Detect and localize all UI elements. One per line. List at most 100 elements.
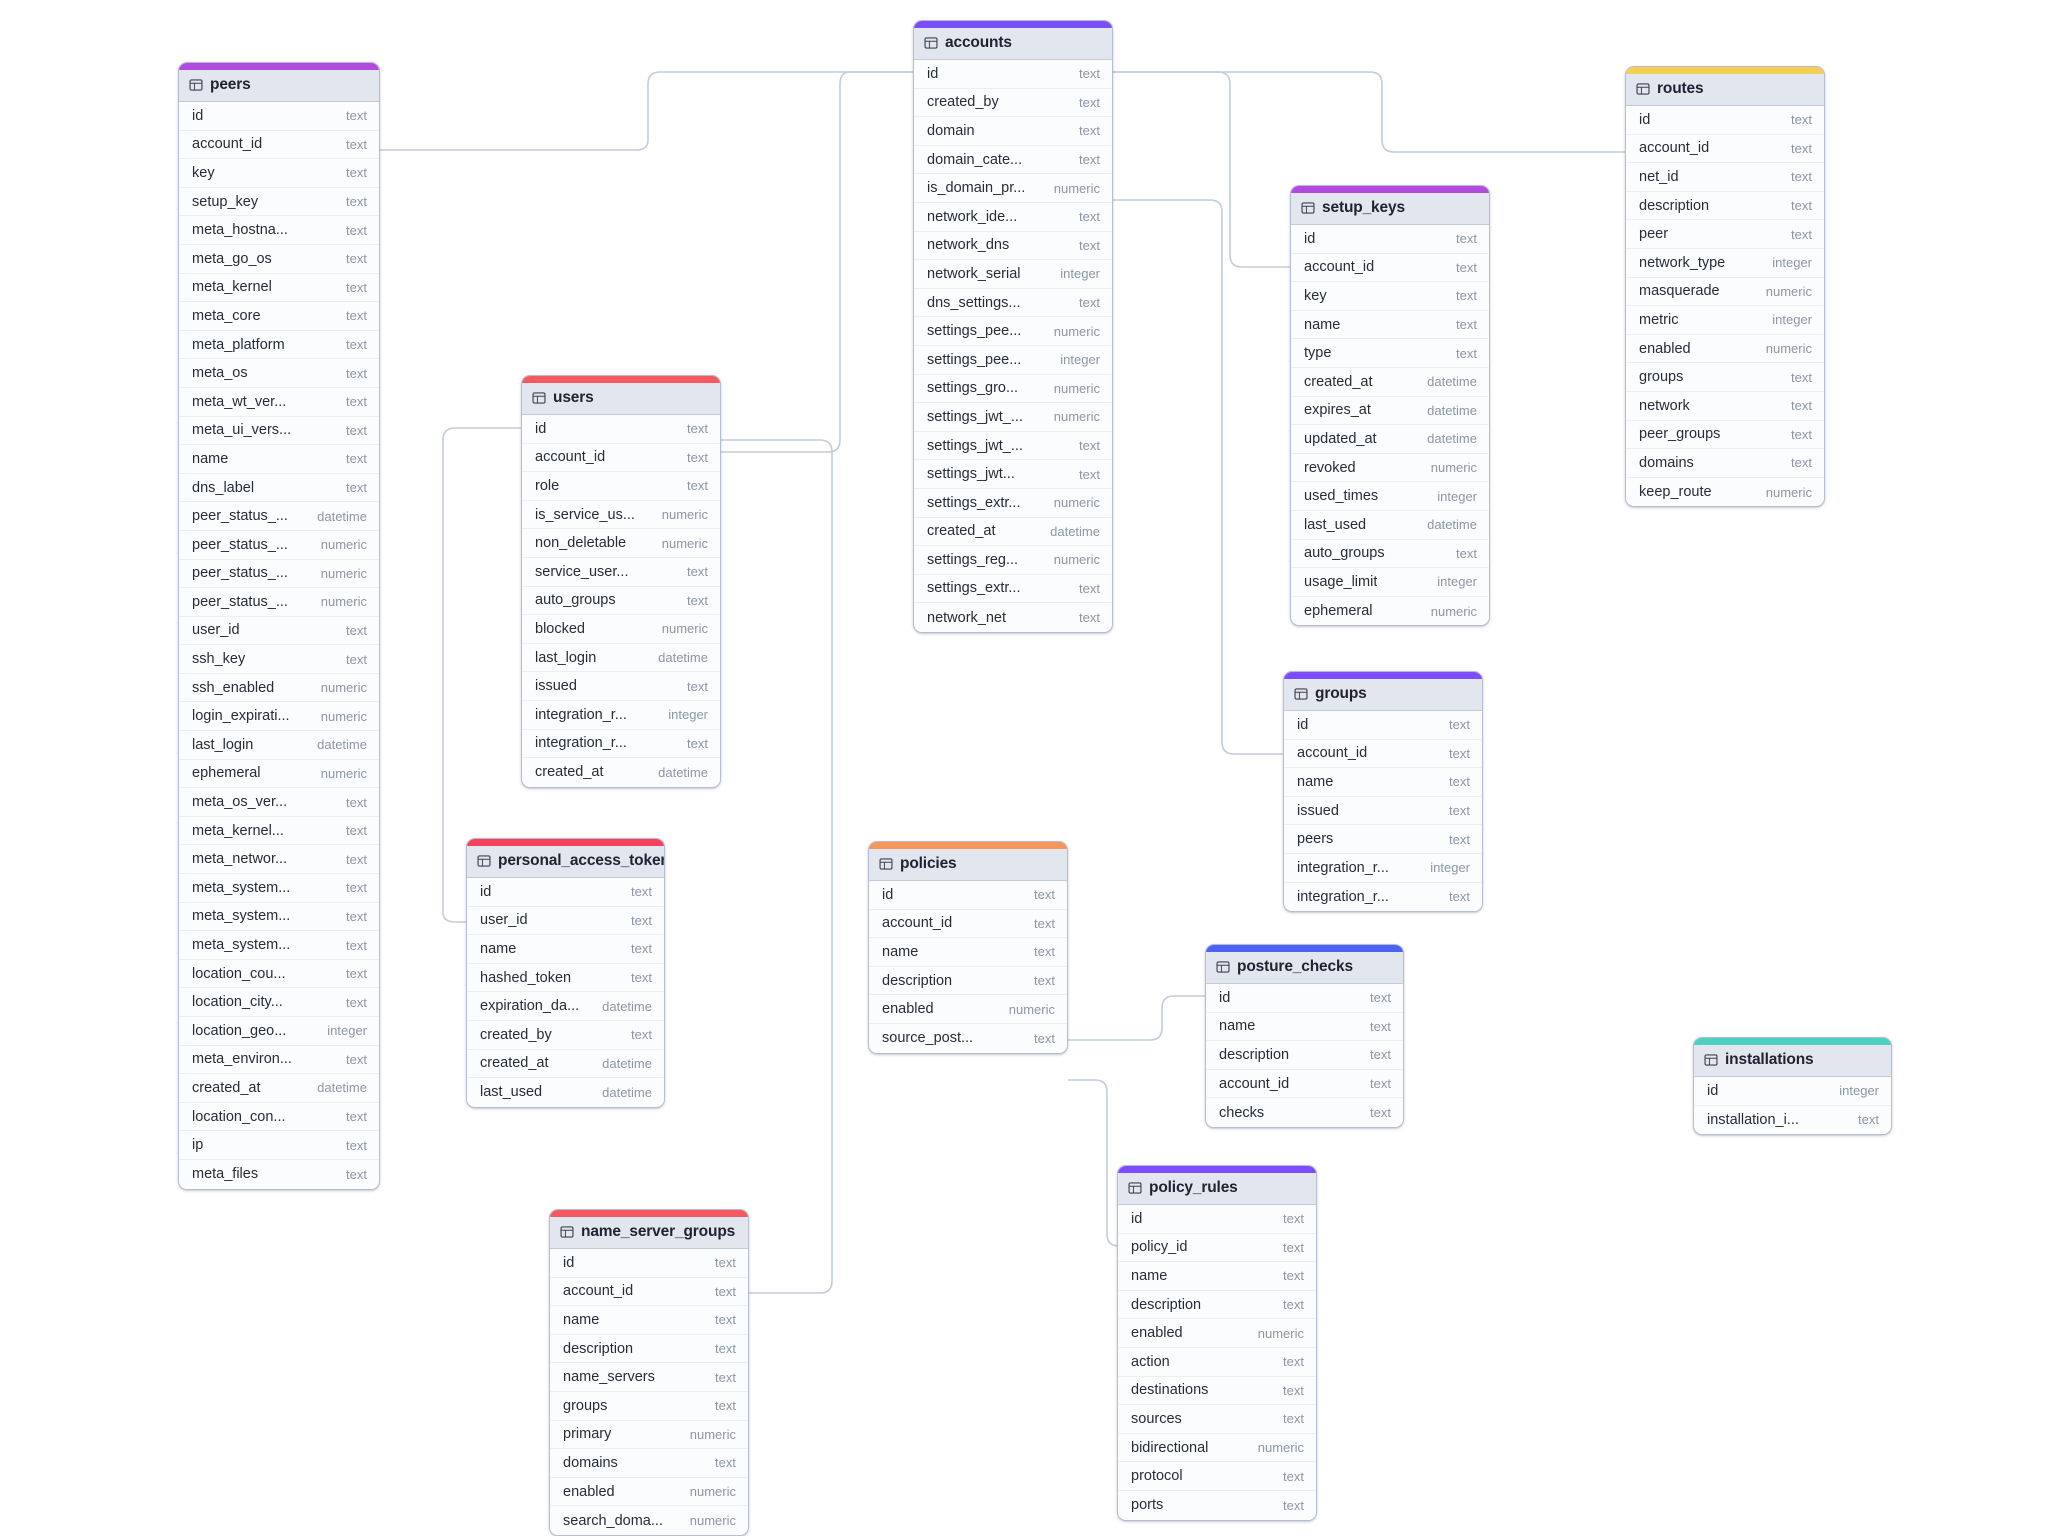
field-row[interactable]: meta_hostna...text: [179, 216, 379, 245]
table-header[interactable]: installations: [1694, 1045, 1891, 1077]
field-row[interactable]: service_user...text: [522, 557, 720, 587]
field-row[interactable]: settings_jwt_...text: [914, 431, 1112, 461]
table-header[interactable]: policy_rules: [1118, 1173, 1316, 1205]
field-row[interactable]: peer_status_...numeric: [179, 530, 379, 560]
field-row[interactable]: settings_pee...numeric: [914, 317, 1112, 346]
field-row[interactable]: settings_jwt...text: [914, 460, 1112, 489]
field-row[interactable]: login_expirati...numeric: [179, 702, 379, 732]
field-row[interactable]: is_service_us...numeric: [522, 500, 720, 530]
field-row[interactable]: dns_settings...text: [914, 288, 1112, 318]
field-row[interactable]: location_con...text: [179, 1102, 379, 1132]
field-row[interactable]: meta_ui_vers...text: [179, 416, 379, 446]
field-row[interactable]: meta_system...text: [179, 874, 379, 903]
field-row[interactable]: network_ide...text: [914, 202, 1112, 232]
field-row[interactable]: location_cou...text: [179, 959, 379, 989]
table-header[interactable]: peers: [179, 70, 379, 102]
field-row[interactable]: search_doma...numeric: [550, 1506, 748, 1535]
field-row[interactable]: settings_jwt_...numeric: [914, 403, 1112, 432]
field-row[interactable]: expiration_da...datetime: [467, 992, 664, 1021]
field-row[interactable]: settings_pee...integer: [914, 345, 1112, 375]
field-row[interactable]: domain_cate...text: [914, 145, 1112, 175]
field-row[interactable]: meta_kernel...text: [179, 816, 379, 846]
field-row[interactable]: meta_system...text: [179, 931, 379, 960]
field-row[interactable]: peer_status_...numeric: [179, 588, 379, 617]
field-row[interactable]: integration_r...text: [522, 729, 720, 759]
field-row[interactable]: peer_status_...datetime: [179, 502, 379, 531]
table-header[interactable]: routes: [1626, 74, 1824, 106]
field-row[interactable]: is_domain_pr...numeric: [914, 174, 1112, 203]
field-row[interactable]: location_city...text: [179, 988, 379, 1017]
field-row[interactable]: meta_networ...text: [179, 845, 379, 875]
